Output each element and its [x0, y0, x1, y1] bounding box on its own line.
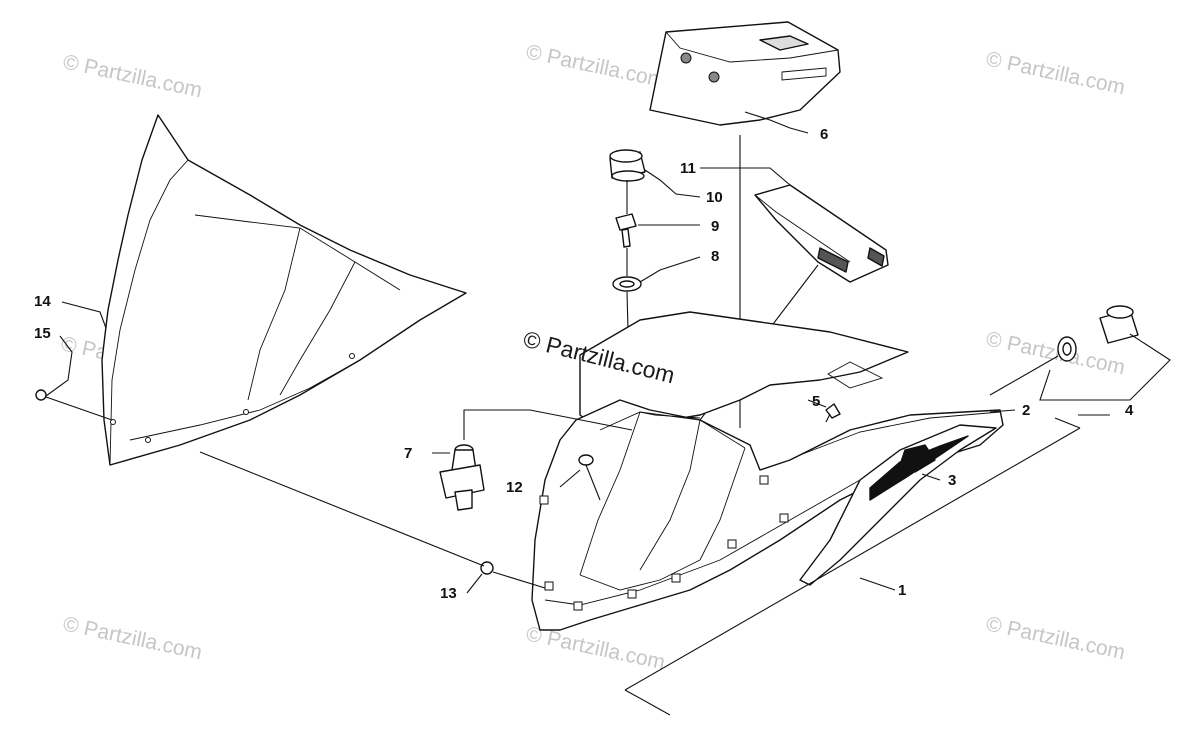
callout-9: 9 [711, 218, 719, 235]
callout-4: 4 [1125, 402, 1134, 419]
watermark-bottom-left: © Partzilla.com [61, 612, 204, 664]
part-13-nut [199, 451, 546, 589]
part-12-bolt [578, 454, 601, 501]
part-6-top-cover [649, 21, 841, 126]
part-15-screw [35, 389, 113, 421]
callout-2: 2 [1022, 402, 1030, 419]
callout-12: 12 [506, 479, 523, 496]
watermark-bottom-right: © Partzilla.com [984, 612, 1127, 664]
callout-13: 13 [440, 585, 457, 602]
part-9-key [615, 213, 637, 248]
part-1-hood-assembly [531, 311, 1004, 631]
part-11-module [754, 184, 889, 283]
callout-6: 6 [820, 126, 828, 143]
part-10-ignition-cap [609, 149, 646, 182]
callout-labels: 1 2 3 4 5 6 7 8 9 10 11 12 13 14 15 [34, 126, 1134, 602]
watermark-top-center: © Partzilla.com [524, 40, 667, 92]
callout-7: 7 [404, 445, 412, 462]
part-14-windshield [101, 114, 467, 466]
watermark-top-right: © Partzilla.com [984, 47, 1127, 99]
callout-11: 11 [680, 160, 696, 177]
callout-3: 3 [948, 472, 956, 489]
part-8-ring-nut [612, 276, 642, 292]
part-4-power-outlet [989, 305, 1139, 396]
callout-15: 15 [34, 325, 51, 342]
callout-8: 8 [711, 248, 719, 265]
callout-5: 5 [812, 393, 820, 410]
watermark-top-left: © Partzilla.com [61, 50, 204, 102]
callout-10: 10 [706, 189, 723, 206]
callout-1: 1 [898, 582, 906, 599]
callout-leaders [45, 111, 1171, 716]
part-3-decal [799, 424, 997, 586]
callout-14: 14 [34, 293, 51, 310]
part-5-screw [825, 403, 841, 423]
part-7-switch [439, 409, 633, 511]
